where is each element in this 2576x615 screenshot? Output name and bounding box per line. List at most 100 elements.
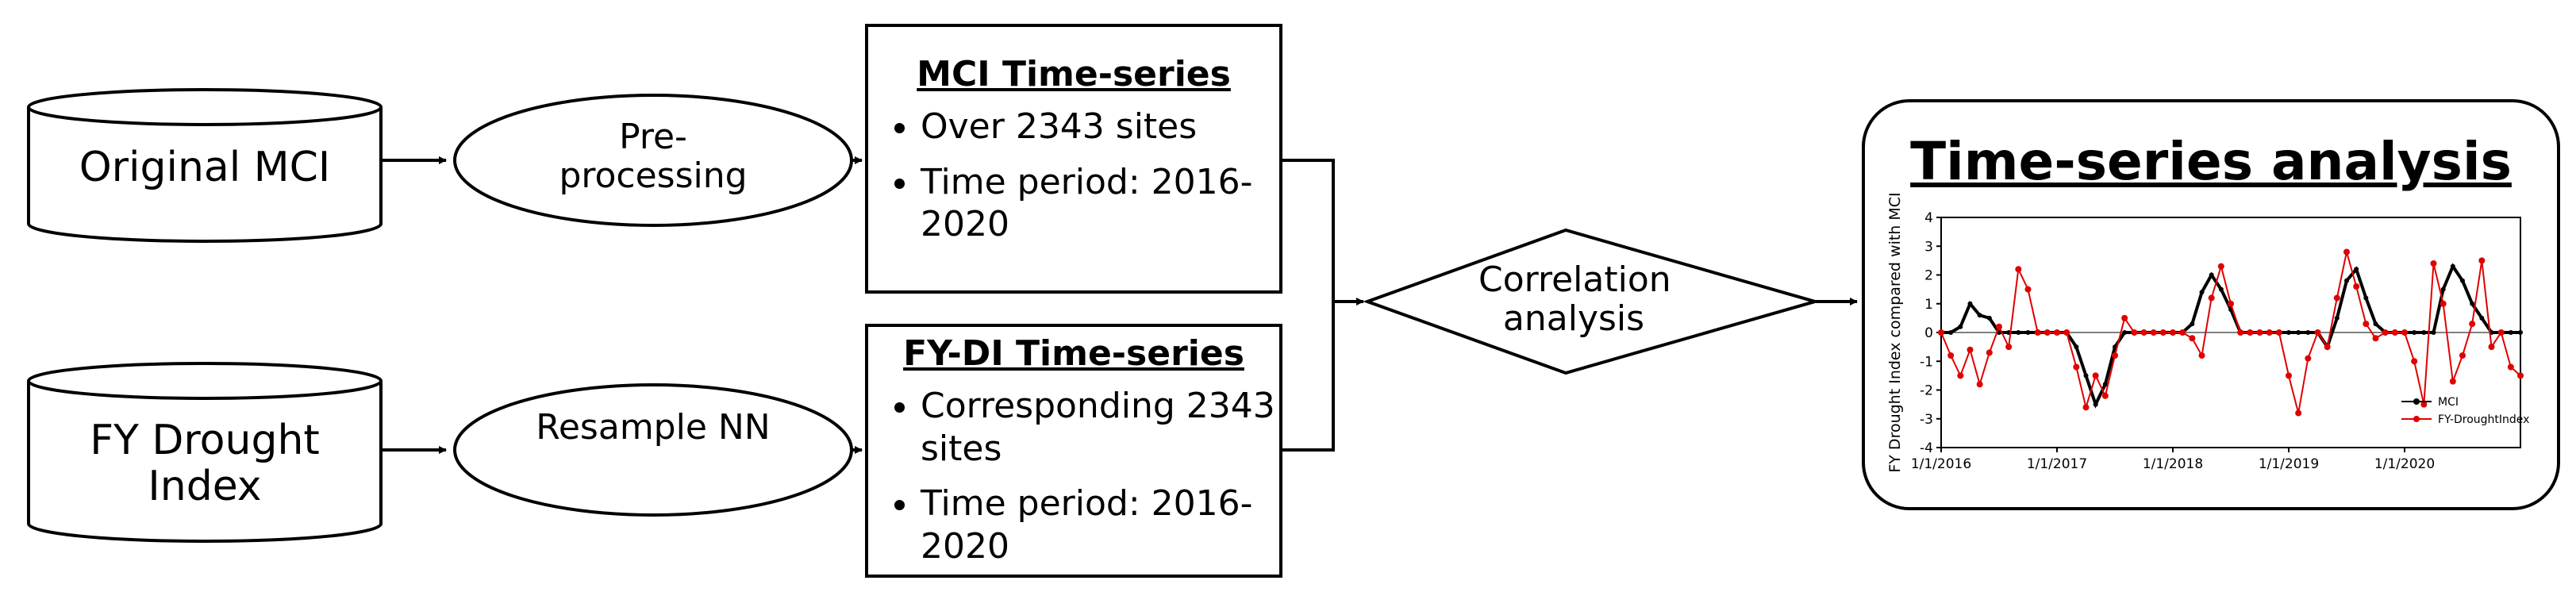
series-point-1 xyxy=(2440,300,2447,307)
series-point-1 xyxy=(1967,346,1974,353)
series-point-0 xyxy=(2412,330,2417,335)
series-point-1 xyxy=(2314,329,2321,336)
series-point-0 xyxy=(2354,267,2359,272)
connector-mci-series xyxy=(1282,159,1335,302)
y-tick-label: -4 xyxy=(1920,440,1933,456)
connector-fydi-series xyxy=(1282,302,1335,452)
series-point-1 xyxy=(2333,294,2340,302)
x-tick-label: 1/1/2019 xyxy=(2259,456,2319,472)
series-point-1 xyxy=(2449,378,2456,385)
mci-bullet-period: Time period: 2016-2020 xyxy=(921,161,1279,246)
series-point-0 xyxy=(1986,315,1992,321)
series-point-0 xyxy=(2190,321,2195,327)
series-point-1 xyxy=(2391,329,2398,336)
series-point-1 xyxy=(2497,329,2505,336)
series-point-0 xyxy=(2479,315,2485,321)
series-point-1 xyxy=(2343,248,2350,256)
series-point-1 xyxy=(2015,266,2022,273)
series-point-0 xyxy=(2199,290,2205,295)
series-point-1 xyxy=(2217,263,2224,270)
series-point-1 xyxy=(2507,363,2514,371)
series-point-0 xyxy=(2093,402,2098,407)
series-point-0 xyxy=(2344,278,2349,283)
series-point-1 xyxy=(2073,363,2080,371)
series-point-1 xyxy=(2198,352,2205,359)
y-tick-label: 1 xyxy=(1924,297,1933,313)
series-point-0 xyxy=(2122,330,2128,335)
series-point-1 xyxy=(1957,372,1964,379)
series-point-0 xyxy=(2421,330,2427,335)
series-point-1 xyxy=(2150,329,2157,336)
series-point-1 xyxy=(2179,329,2186,336)
series-point-1 xyxy=(2247,329,2254,336)
series-point-0 xyxy=(2373,321,2378,327)
x-tick-label: 1/1/2016 xyxy=(1911,456,1971,472)
fy-drought-index-cylinder xyxy=(27,362,383,543)
series-point-1 xyxy=(2024,286,2032,293)
series-point-1 xyxy=(2034,329,2041,336)
series-point-1 xyxy=(2131,329,2138,336)
resample-ellipse xyxy=(453,383,853,517)
series-point-0 xyxy=(2508,330,2513,335)
series-point-1 xyxy=(2363,321,2370,328)
series-point-1 xyxy=(1938,329,1944,336)
series-point-0 xyxy=(2083,373,2089,379)
series-point-1 xyxy=(1976,381,1983,388)
series-point-1 xyxy=(2228,300,2234,307)
series-point-1 xyxy=(1996,323,2002,330)
series-point-1 xyxy=(2256,329,2263,336)
fydi-bullet-period: Time period: 2016-2020 xyxy=(921,482,1279,567)
series-point-0 xyxy=(2431,330,2436,335)
series-point-1 xyxy=(2063,329,2070,336)
series-point-1 xyxy=(2353,283,2360,290)
series-point-1 xyxy=(1947,352,1955,359)
resample-label: Resample NN xyxy=(536,407,771,448)
preprocessing-ellipse xyxy=(453,94,853,227)
series-point-0 xyxy=(2016,330,2021,335)
series-point-1 xyxy=(2054,329,2060,336)
series-point-1 xyxy=(2295,409,2302,417)
correlation-label: Correlation analysis xyxy=(1478,259,1671,340)
series-point-0 xyxy=(2025,330,2031,335)
series-point-0 xyxy=(2102,382,2108,387)
series-point-1 xyxy=(2430,260,2437,267)
preprocessing-label: Pre-processing xyxy=(559,117,748,197)
y-axis-label: FY Drought Index compared with MCI xyxy=(1886,192,1904,472)
series-point-1 xyxy=(2101,392,2109,399)
series-point-1 xyxy=(2112,352,2118,359)
mci-bullet-sites: Over 2343 sites xyxy=(921,106,1279,148)
series-point-1 xyxy=(2401,329,2408,336)
series-point-0 xyxy=(2286,330,2291,335)
y-tick-label: 2 xyxy=(1924,268,1933,284)
series-point-1 xyxy=(2517,372,2524,379)
series-point-0 xyxy=(2296,330,2301,335)
legend-marker-1 xyxy=(2413,416,2420,422)
series-point-0 xyxy=(2440,286,2446,292)
series-point-1 xyxy=(2140,329,2147,336)
analysis-title: Time-series analysis xyxy=(1910,131,2512,192)
y-tick-label: -2 xyxy=(1920,383,1933,399)
series-point-1 xyxy=(2005,344,2013,351)
original-mci-cylinder xyxy=(27,88,383,243)
mci-timeseries-box: MCI Time-series Over 2343 sites Time per… xyxy=(865,24,1282,294)
series-point-1 xyxy=(2237,329,2244,336)
fydi-bullet-list: Corresponding 2343 sites Time period: 20… xyxy=(868,385,1279,568)
series-point-1 xyxy=(2092,372,2099,379)
series-point-0 xyxy=(2470,301,2475,306)
series-point-1 xyxy=(2121,314,2128,321)
y-tick-label: 3 xyxy=(1924,239,1933,255)
series-point-1 xyxy=(2305,355,2312,362)
series-point-1 xyxy=(2082,404,2090,411)
series-point-1 xyxy=(2159,329,2167,336)
series-point-1 xyxy=(2189,335,2196,342)
x-tick-label: 1/1/2018 xyxy=(2143,456,2203,472)
series-point-1 xyxy=(2478,257,2486,264)
fydi-timeseries-box: FY-DI Time-series Corresponding 2343 sit… xyxy=(865,324,1282,578)
series-point-1 xyxy=(2324,344,2331,351)
legend-label-0: MCI xyxy=(2438,396,2459,409)
fydi-timeseries-heading: FY-DI Time-series xyxy=(903,333,1244,374)
series-point-1 xyxy=(1986,349,1993,356)
mci-timeseries-heading: MCI Time-series xyxy=(917,54,1231,94)
